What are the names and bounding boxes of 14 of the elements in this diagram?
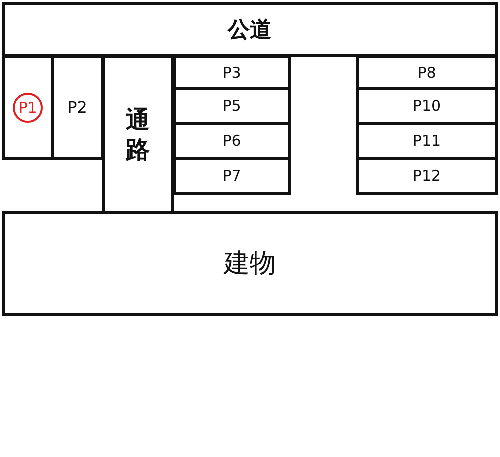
parking-space: P6 — [173, 122, 291, 160]
parking-space: P8 — [356, 55, 498, 90]
road-area: 公道 — [2, 2, 498, 57]
parking-space: P5 — [173, 87, 291, 125]
aisle-area: 通路 — [102, 55, 174, 214]
parking-space: P11 — [356, 122, 498, 160]
parking-space: P12 — [356, 157, 498, 195]
parking-space: P7 — [173, 157, 291, 195]
parking-space — [2, 55, 54, 160]
parking-space: P10 — [356, 87, 498, 125]
building-area: 建物 — [2, 211, 498, 316]
circled-label: P1 — [13, 92, 43, 122]
parking-space: P3 — [173, 55, 291, 90]
parking-space: P2 — [51, 55, 104, 160]
